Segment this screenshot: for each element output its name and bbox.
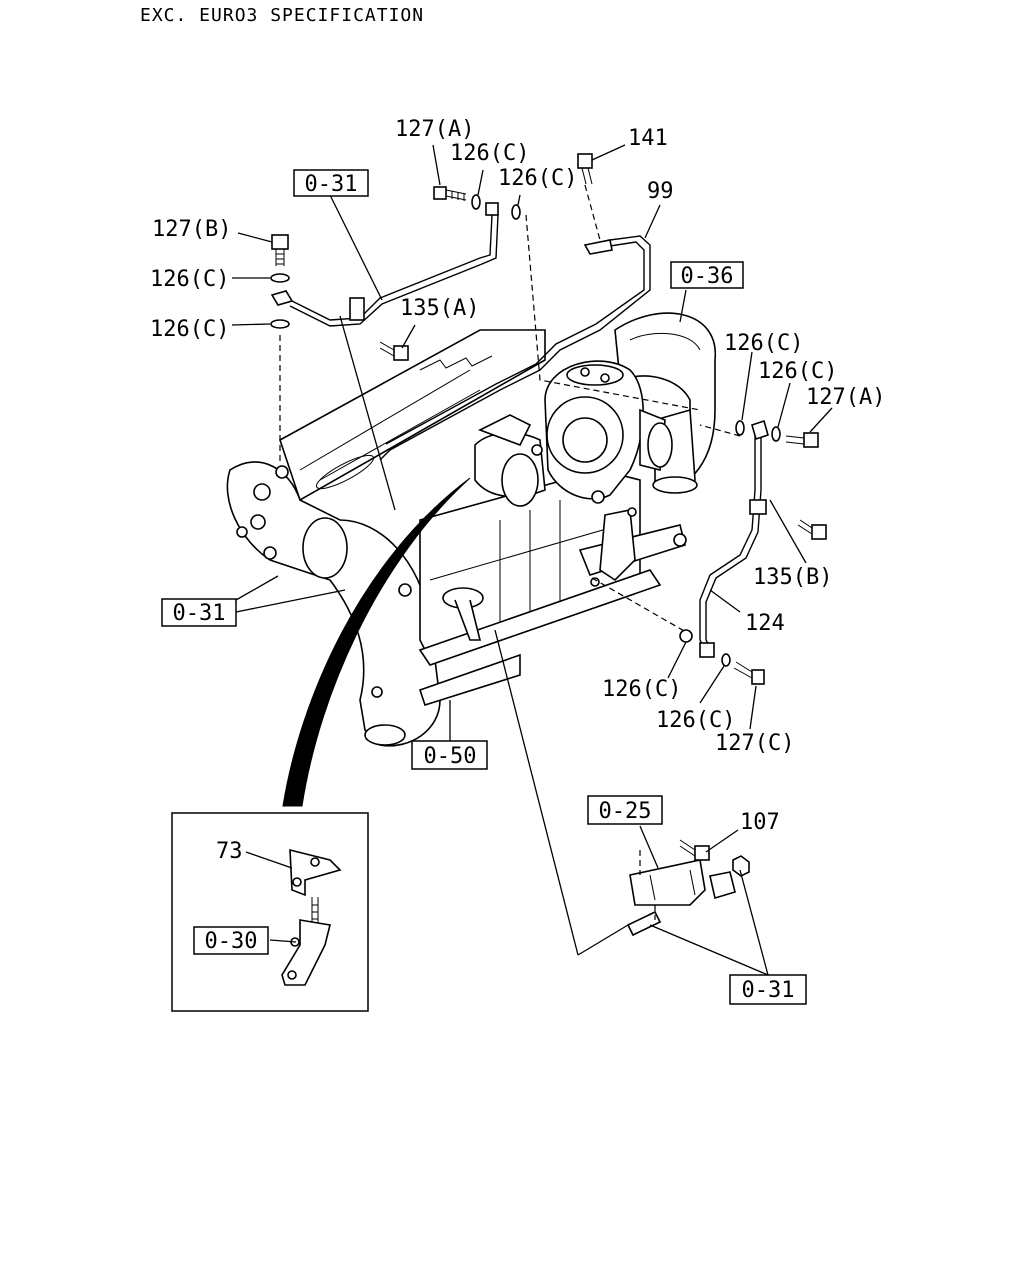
callout-124: 124 (745, 611, 785, 636)
ref-box-031-bottom: 0-31 (729, 974, 807, 1005)
callout-126c-right-1: 126(C) (724, 331, 803, 356)
ref-box-025: 0-25 (587, 795, 663, 825)
spec-title: EXC. EURO3 SPECIFICATION (140, 5, 424, 26)
callout-127a-top: 127(A) (395, 117, 474, 142)
svg-text:0-36: 0-36 (681, 264, 734, 289)
detail-inset (171, 812, 369, 1012)
callout-135a: 135(A) (400, 296, 479, 321)
leader-lines (231, 144, 833, 976)
callout-141: 141 (628, 126, 668, 151)
engine-assembly (226, 329, 687, 747)
ref-box-050: 0-50 (411, 740, 488, 770)
svg-text:0-50: 0-50 (424, 744, 477, 769)
ref-box-036: 0-36 (670, 261, 744, 289)
turbocharger (531, 312, 716, 504)
callout-126c-top-1: 126(C) (450, 141, 529, 166)
callout-127a-right: 127(A) (806, 385, 885, 410)
fasteners (270, 153, 827, 937)
oil-return-pipe-124 (699, 419, 769, 658)
phantom-lines (279, 184, 741, 920)
callout-99: 99 (647, 179, 674, 204)
ref-box-030: 0-30 (193, 926, 269, 955)
callout-107: 107 (740, 810, 780, 835)
callout-126c-right-2: 126(C) (758, 359, 837, 384)
callout-126c-top-2: 126(C) (498, 166, 577, 191)
callout-127b: 127(B) (152, 217, 231, 242)
svg-text:0-31: 0-31 (742, 978, 795, 1003)
ref-box-031-left: 0-31 (161, 598, 237, 627)
callout-135b: 135(B) (753, 565, 832, 590)
callout-126c-low-1: 126(C) (602, 677, 681, 702)
svg-text:0-25: 0-25 (599, 799, 652, 824)
oil-feed-pipe (270, 202, 499, 327)
water-pipe-99 (379, 235, 651, 461)
callout-73: 73 (216, 839, 243, 864)
callout-126c-low-2: 126(C) (656, 708, 735, 733)
callout-127c: 127(C) (715, 731, 794, 756)
callout-126c-left-2: 126(C) (150, 317, 229, 342)
callout-126c-left-1: 126(C) (150, 267, 229, 292)
ref-box-031-top: 0-31 (293, 169, 369, 197)
svg-text:0-31: 0-31 (305, 172, 358, 197)
detail-wedge (282, 477, 471, 807)
svg-text:0-30: 0-30 (205, 929, 258, 954)
svg-text:0-31: 0-31 (173, 601, 226, 626)
callouts: 127(A) 126(C) 126(C) 141 99 127(B) 126(C… (150, 117, 885, 864)
